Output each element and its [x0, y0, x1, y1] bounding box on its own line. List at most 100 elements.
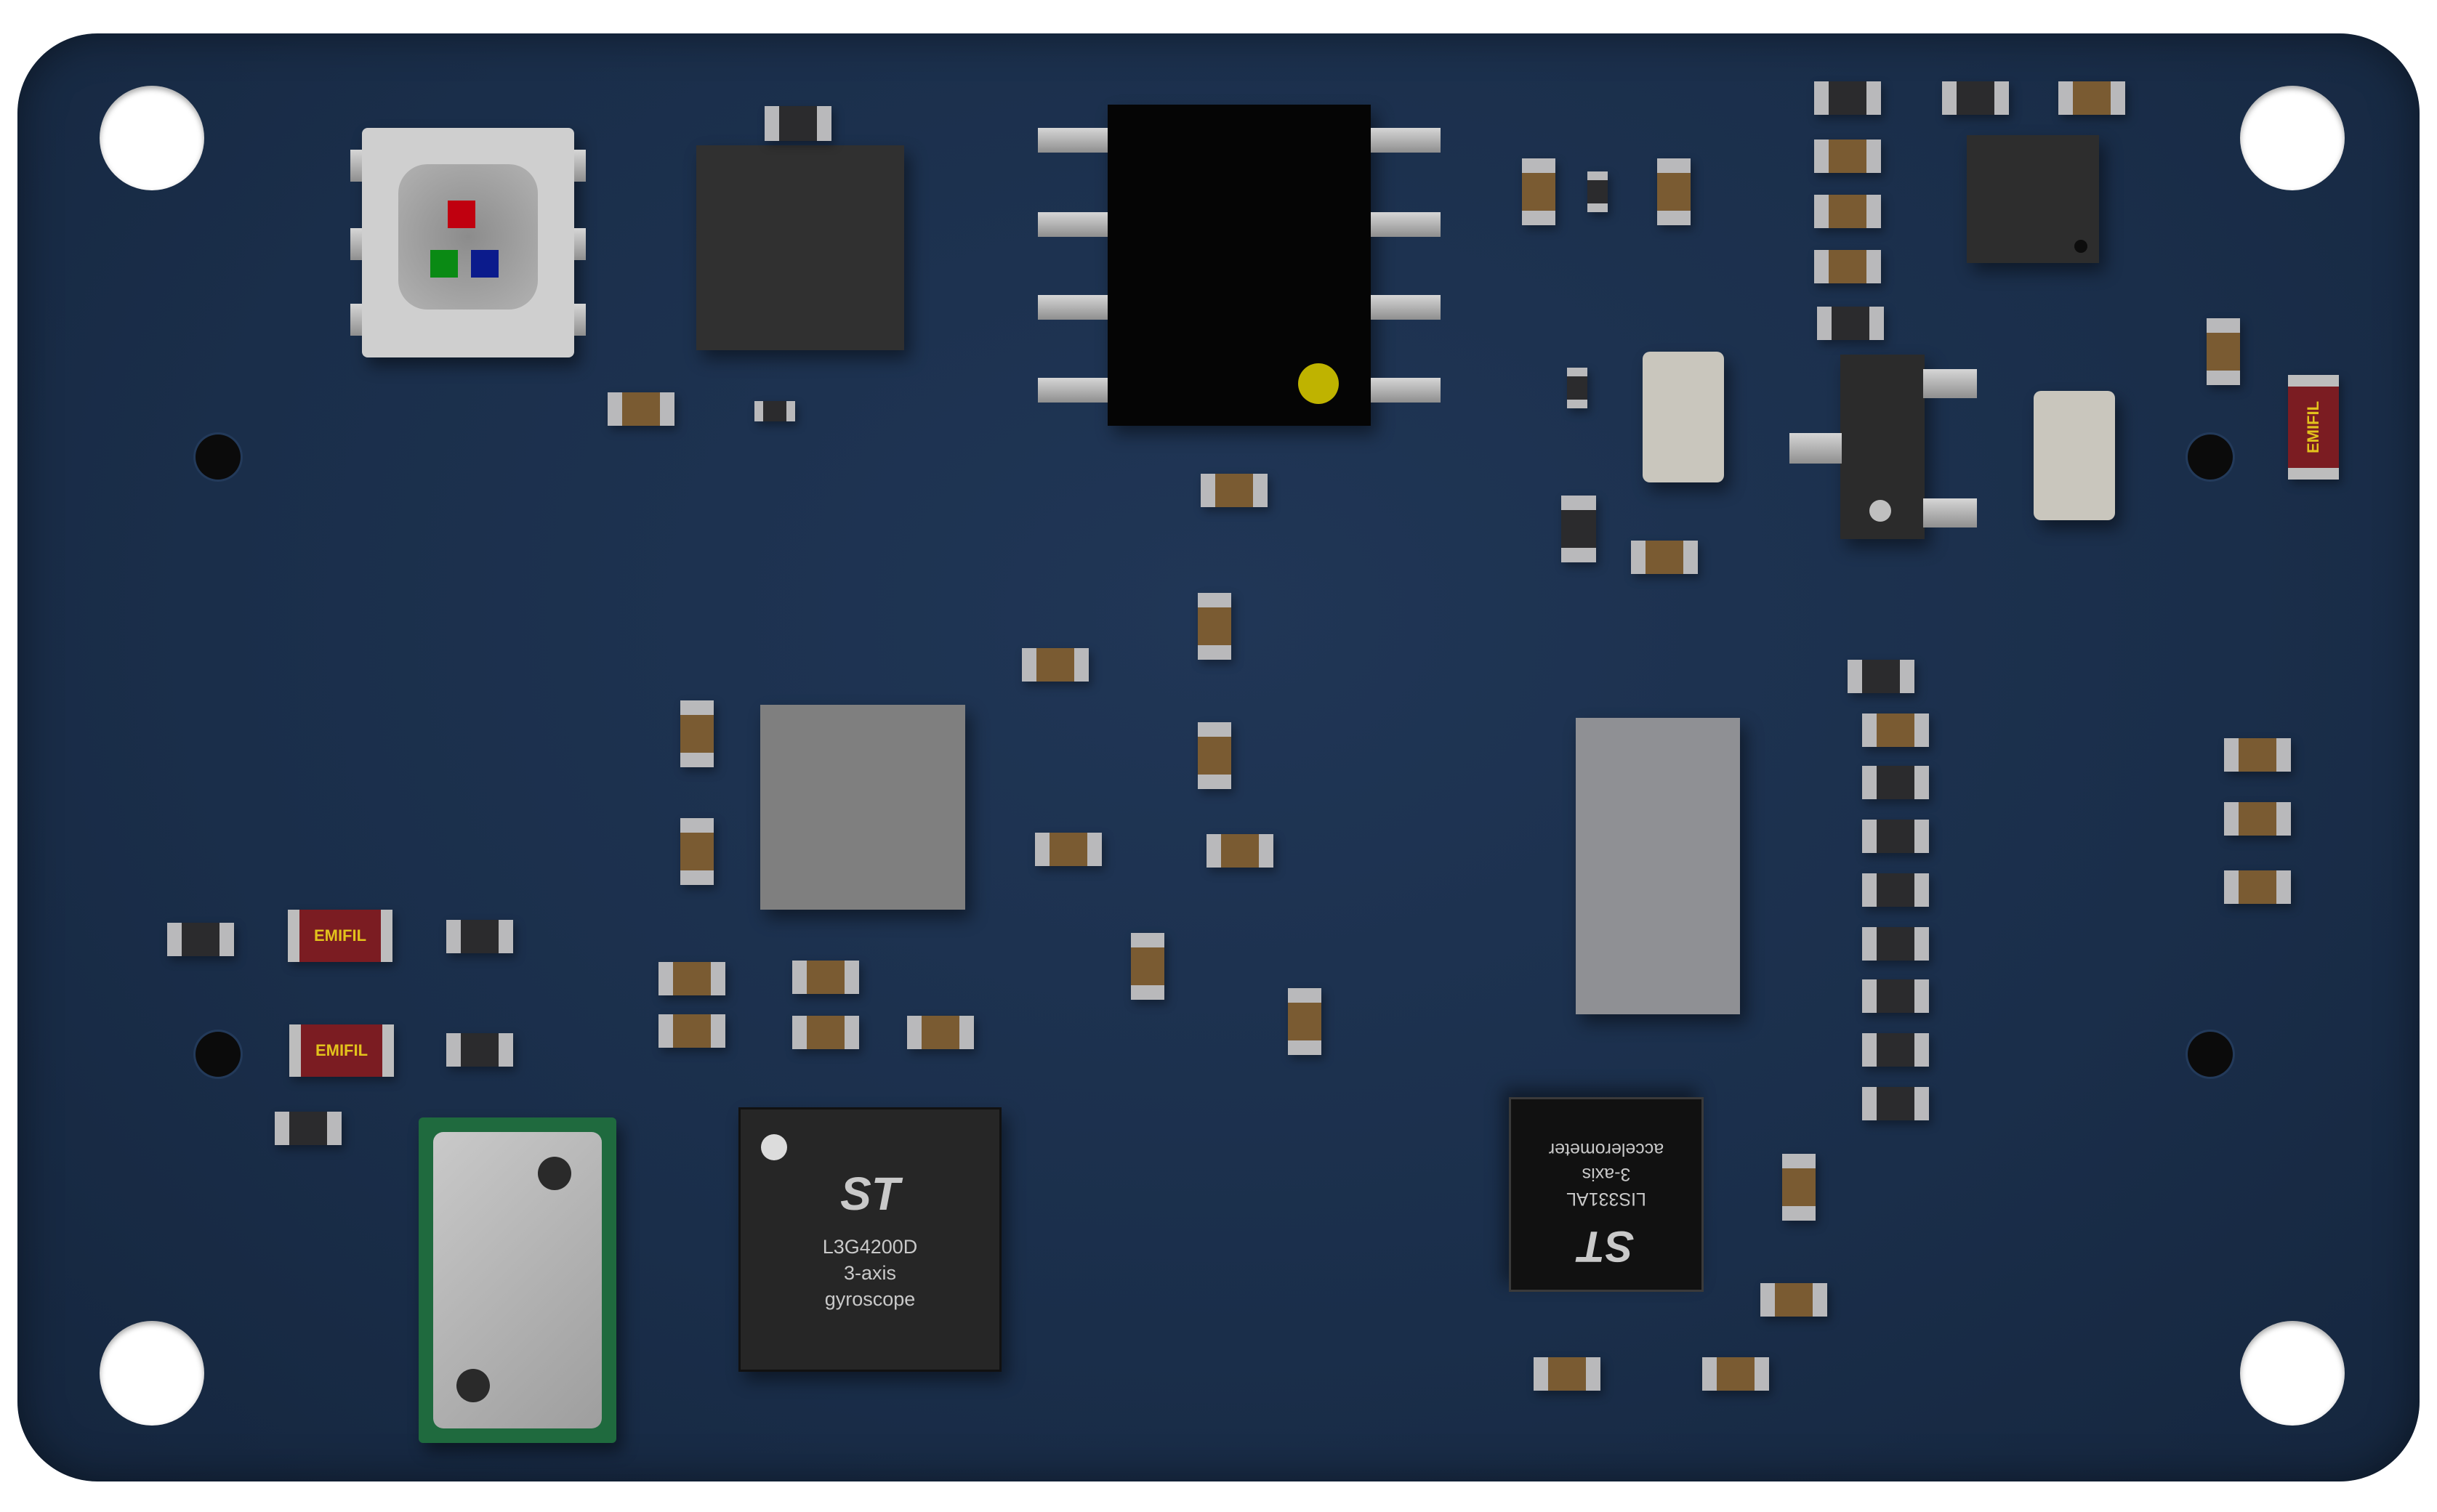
sot-pin: [1789, 433, 1842, 464]
capacitor: [1657, 158, 1691, 225]
ic-square-grey: [760, 705, 965, 910]
regulator-sot: [1840, 355, 1925, 539]
pin1-dot: [2074, 240, 2087, 253]
capacitor: [1022, 648, 1089, 682]
capacitor: [1534, 1357, 1600, 1391]
led-green: [430, 250, 458, 278]
capacitor: [658, 1014, 725, 1048]
resistor: [275, 1112, 342, 1145]
sensor-dot: [538, 1157, 571, 1190]
ceramic-component: [1643, 352, 1724, 482]
diode: [1587, 171, 1608, 212]
emifil-filter: EMIFIL: [2288, 375, 2339, 480]
resistor: [1862, 927, 1929, 961]
mounting-hole-bottom-right: [2240, 1321, 2345, 1426]
pressure-sensor: [419, 1117, 616, 1443]
pin1-dot: [761, 1134, 787, 1160]
gyroscope-line2: 3-axis: [843, 1262, 897, 1284]
emifil-label: EMIFIL: [313, 926, 367, 945]
via: [2188, 1032, 2233, 1077]
gyroscope-part: L3G4200D: [822, 1236, 918, 1258]
capacitor: [1522, 158, 1555, 225]
soic-pin: [1371, 378, 1441, 403]
soic-pin: [1038, 295, 1108, 320]
led-pin: [574, 228, 586, 260]
gyroscope-line3: gyroscope: [824, 1288, 916, 1310]
accelerometer-line2: 3-axis: [1582, 1164, 1631, 1184]
capacitor: [1207, 834, 1273, 868]
gyroscope-chip: ST L3G4200D 3-axis gyroscope: [738, 1107, 1002, 1372]
resistor: [1817, 307, 1884, 340]
capacitor: [1702, 1357, 1769, 1391]
pin1-dot: [1869, 500, 1891, 522]
rgb-led-lens: [398, 164, 538, 310]
pin1-dot: [1298, 363, 1339, 404]
resistor: [765, 106, 831, 141]
diode: [1567, 368, 1587, 408]
led-pin: [350, 228, 362, 260]
emifil-label: EMIFIL: [2304, 400, 2323, 454]
soic-pin: [1371, 295, 1441, 320]
pcb-board: EMIFIL EMIFIL EMIFIL ST L3G4200D: [17, 33, 2420, 1481]
accelerometer-part: LIS331AL: [1566, 1189, 1646, 1209]
soic-pin: [1038, 378, 1108, 403]
resistor: [1862, 979, 1929, 1013]
ic-qfn-small: [1967, 135, 2099, 263]
emifil-filter: EMIFIL: [288, 910, 392, 962]
ic-soic8: [1108, 105, 1371, 426]
resistor: [1862, 1087, 1929, 1120]
soic-pin: [1038, 212, 1108, 237]
led-blue: [471, 250, 499, 278]
capacitor: [1814, 140, 1881, 173]
capacitor: [1760, 1283, 1827, 1317]
sensor-dot: [456, 1369, 490, 1402]
emifil-filter: EMIFIL: [289, 1024, 394, 1077]
resistor: [1848, 660, 1914, 693]
capacitor: [1814, 250, 1881, 283]
resistor: [1862, 873, 1929, 907]
capacitor: [680, 818, 714, 885]
resistor: [446, 920, 513, 953]
sot-pin: [1923, 498, 1977, 527]
capacitor: [680, 700, 714, 767]
resistor: [446, 1033, 513, 1067]
emifil-label: EMIFIL: [315, 1041, 368, 1059]
led-pin: [350, 150, 362, 182]
ic-rect-grey: [1576, 718, 1740, 1014]
capacitor: [1198, 593, 1231, 660]
capacitor: [792, 1016, 859, 1049]
capacitor: [2224, 802, 2291, 836]
resistor: [1561, 496, 1596, 562]
capacitor: [1814, 195, 1881, 228]
resistor: [1862, 820, 1929, 853]
capacitor: [2224, 870, 2291, 904]
capacitor: [1631, 541, 1698, 574]
capacitor: [2058, 81, 2125, 115]
capacitor: [1862, 713, 1929, 747]
capacitor: [2207, 318, 2240, 385]
led-pin: [574, 304, 586, 336]
soic-pin: [1038, 128, 1108, 153]
capacitor: [1035, 833, 1102, 866]
capacitor: [2224, 738, 2291, 772]
resistor: [1942, 81, 2009, 115]
sot-pin: [1923, 369, 1977, 398]
sensor-lid: [433, 1132, 602, 1428]
soic-pin: [1371, 212, 1441, 237]
accelerometer-logo: ST: [1578, 1222, 1635, 1271]
resistor: [1862, 766, 1929, 799]
resistor: [1814, 81, 1881, 115]
capacitor: [907, 1016, 974, 1049]
capacitor: [792, 961, 859, 994]
resistor: [1862, 1033, 1929, 1067]
accelerometer-chip: ST LIS331AL 3-axis accelerometer: [1509, 1097, 1704, 1292]
mounting-hole-top-right: [2240, 86, 2345, 190]
via: [196, 434, 241, 480]
capacitor: [1782, 1154, 1816, 1221]
mounting-hole-top-left: [100, 86, 204, 190]
led-pin: [350, 304, 362, 336]
via: [2188, 434, 2233, 480]
capacitor: [1201, 474, 1268, 507]
via: [196, 1032, 241, 1077]
capacitor: [608, 392, 674, 426]
